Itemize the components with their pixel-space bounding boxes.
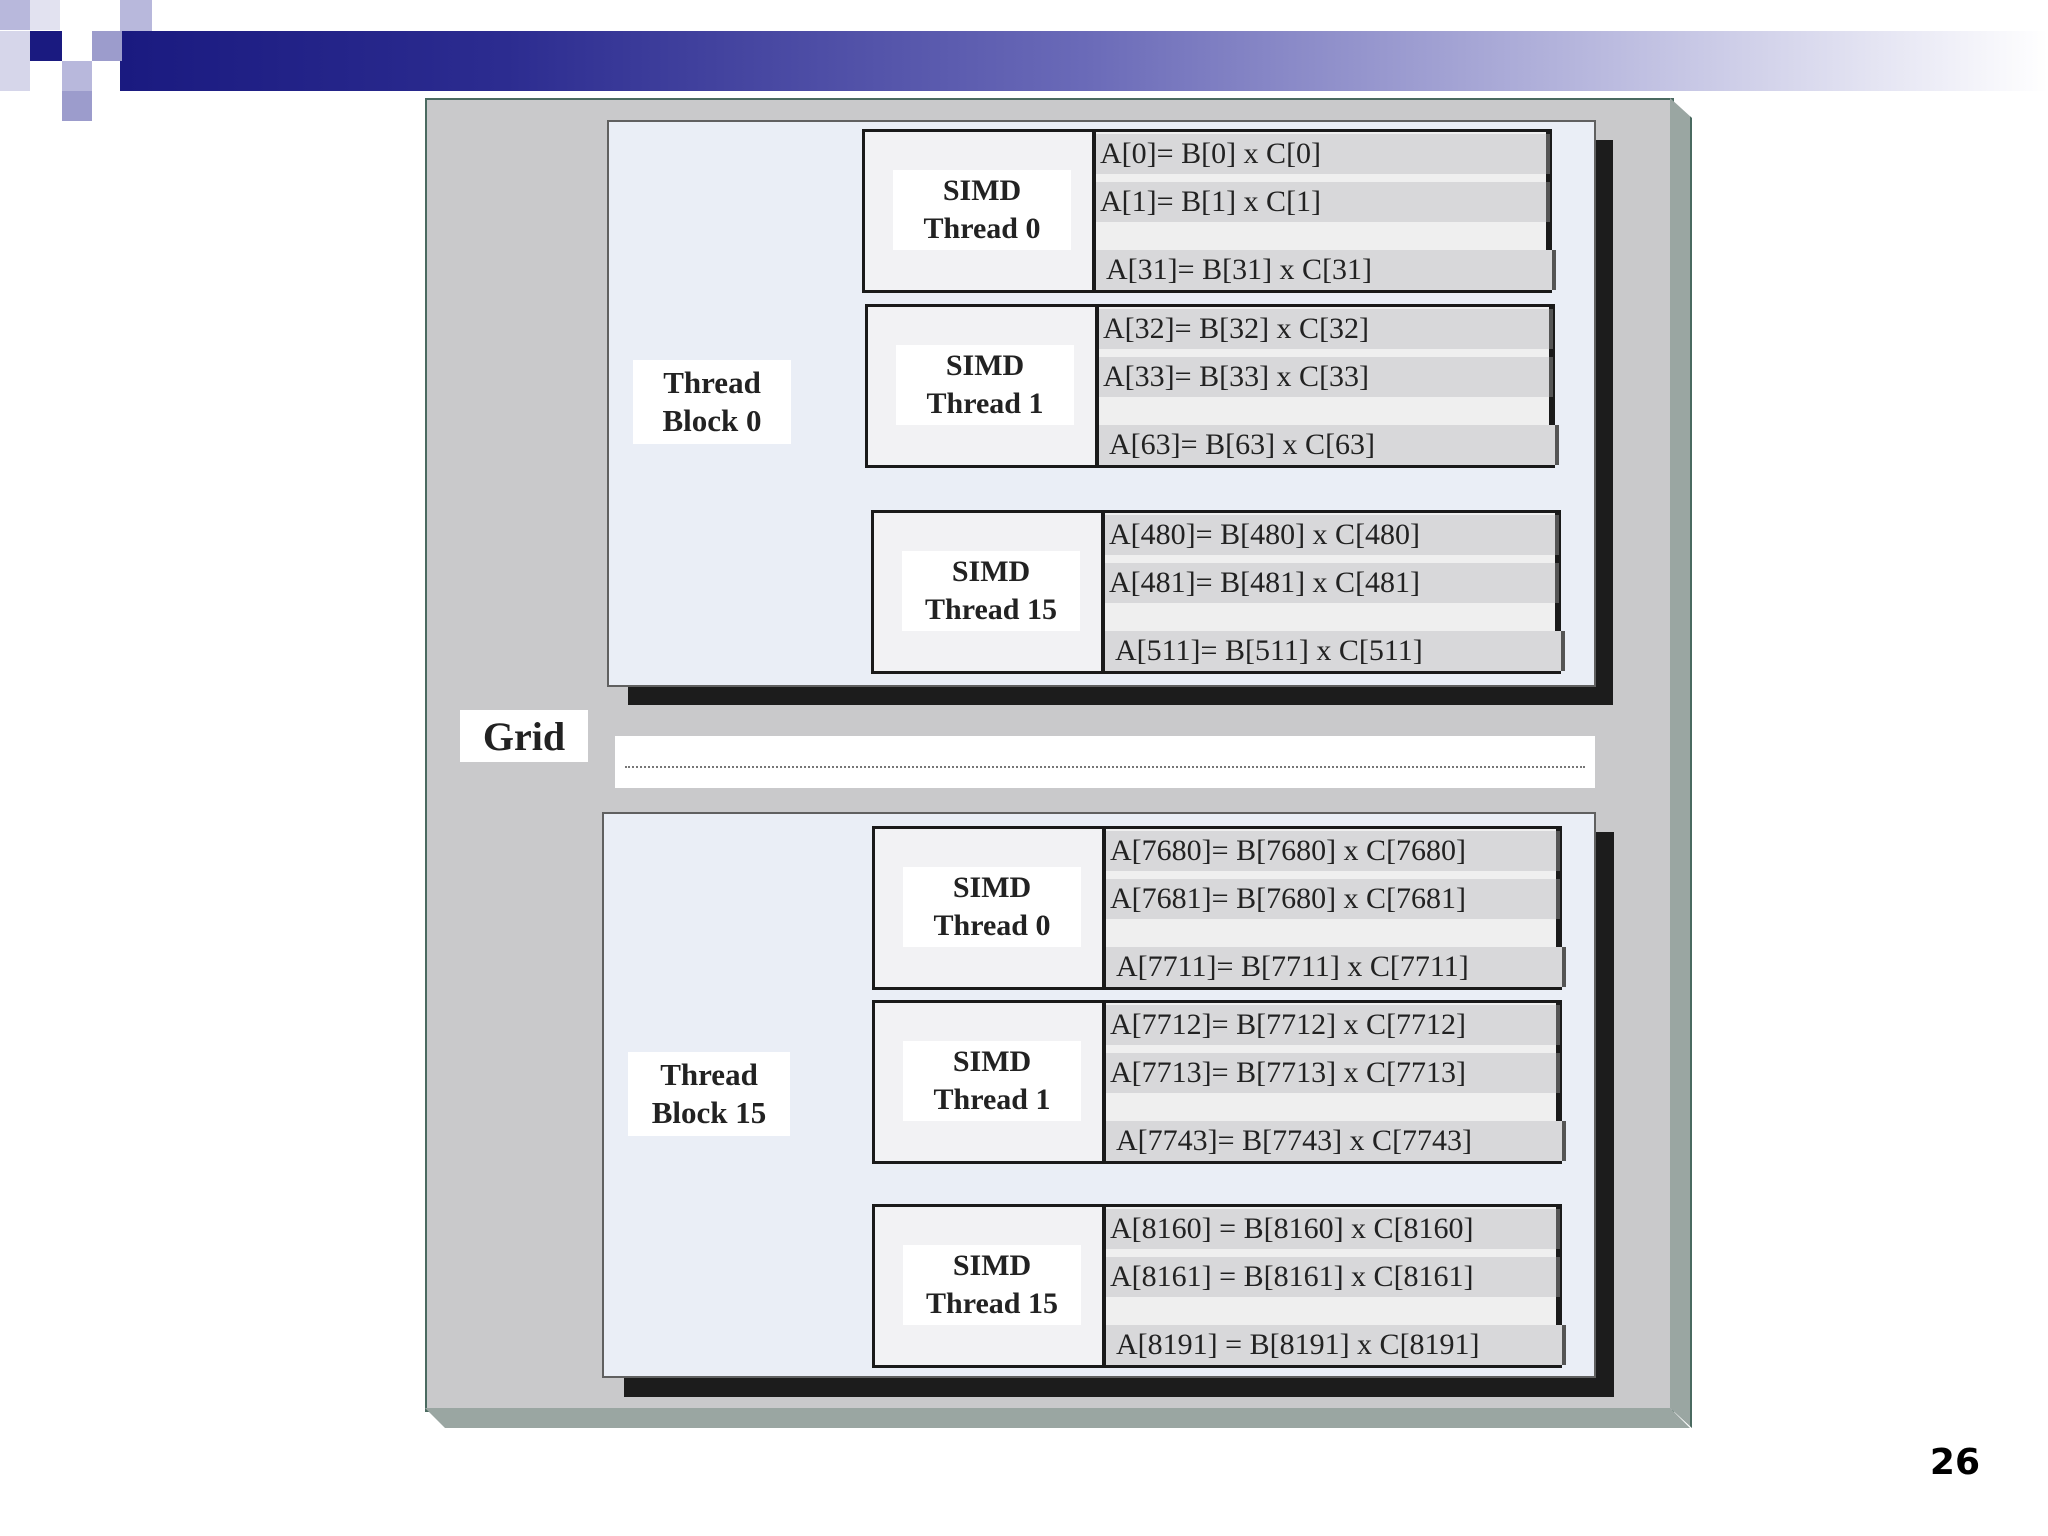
simd-label-line1: SIMD: [945, 349, 1025, 382]
thread-block-label: Thread Block 0: [633, 360, 791, 444]
simd-label-line2: Thread 1: [926, 387, 1044, 420]
element-row: A[32]= B[32] x C[32]: [1099, 309, 1553, 349]
element-row: A[63]= B[63] x C[63]: [1099, 425, 1559, 465]
element-row: A[7680]= B[7680] x C[7680]: [1106, 831, 1560, 871]
element-row: A[8161] = B[8161] x C[8161]: [1106, 1257, 1560, 1297]
simd-thread-rows: A[0]= B[0] x C[0] A[1]= B[1] x C[1] A[31…: [1096, 132, 1556, 290]
element-row: A[481]= B[481] x C[481]: [1105, 563, 1559, 603]
element-row: A[511]= B[511] x C[511]: [1105, 631, 1565, 671]
simd-thread-header: SIMD Thread 1: [875, 1003, 1102, 1161]
header-decor-square: [0, 31, 30, 91]
simd-thread-header: SIMD Thread 15: [874, 513, 1101, 671]
thread-block-label-line1: Thread: [663, 365, 761, 400]
header-decor-square: [0, 0, 30, 30]
element-row: A[7681]= B[7680] x C[7681]: [1106, 879, 1560, 919]
simd-label-line1: SIMD: [952, 871, 1032, 904]
simd-thread-header: SIMD Thread 0: [875, 829, 1102, 987]
header-decor-square: [30, 31, 62, 61]
simd-label-line2: Thread 1: [933, 1083, 1051, 1116]
simd-thread-header: SIMD Thread 15: [875, 1207, 1102, 1365]
simd-thread-rows: A[480]= B[480] x C[480] A[481]= B[481] x…: [1105, 513, 1565, 671]
grid-bevel-side: [1670, 98, 1692, 1428]
element-row: A[1]= B[1] x C[1]: [1096, 182, 1550, 222]
thread-block-15: Thread Block 15 SIMD Thread 0 A[7680]= B…: [602, 812, 1596, 1378]
simd-thread: SIMD Thread 15 A[480]= B[480] x C[480] A…: [871, 510, 1565, 674]
simd-label-line2: Thread 0: [933, 909, 1051, 942]
thread-block-label-line1: Thread: [660, 1057, 758, 1092]
simd-thread-rows: A[32]= B[32] x C[32] A[33]= B[33] x C[33…: [1099, 307, 1559, 465]
simd-label-line1: SIMD: [951, 555, 1031, 588]
element-row: A[0]= B[0] x C[0]: [1096, 134, 1550, 174]
simd-thread: SIMD Thread 1 A[7712]= B[7712] x C[7712]…: [872, 1000, 1566, 1164]
simd-thread-rows: A[8160] = B[8160] x C[8160] A[8161] = B[…: [1106, 1207, 1566, 1365]
simd-thread: SIMD Thread 15 A[8160] = B[8160] x C[816…: [872, 1204, 1566, 1368]
element-row: A[7713]= B[7713] x C[7713]: [1106, 1053, 1560, 1093]
header-gradient-bar: [120, 31, 2048, 91]
thread-block-label: Thread Block 15: [628, 1052, 790, 1136]
element-row: A[33]= B[33] x C[33]: [1099, 357, 1553, 397]
simd-thread-label: SIMD Thread 15: [902, 551, 1080, 631]
simd-thread-label: SIMD Thread 15: [903, 1245, 1081, 1325]
element-row: A[7743]= B[7743] x C[7743]: [1106, 1121, 1566, 1161]
element-row: A[7711]= B[7711] x C[7711]: [1106, 947, 1566, 987]
simd-thread-label: SIMD Thread 1: [896, 345, 1074, 425]
element-row: A[480]= B[480] x C[480]: [1105, 515, 1559, 555]
ellipsis-separator: [615, 736, 1595, 788]
simd-label-line1: SIMD: [952, 1249, 1032, 1282]
simd-label-line2: Thread 15: [925, 593, 1057, 626]
header-decor-square: [62, 91, 92, 121]
simd-thread: SIMD Thread 0 A[7680]= B[7680] x C[7680]…: [872, 826, 1566, 990]
header-decor-square: [62, 61, 92, 91]
element-row: A[7712]= B[7712] x C[7712]: [1106, 1005, 1560, 1045]
simd-label-line2: Thread 15: [926, 1287, 1058, 1320]
grid-label: Grid: [460, 710, 588, 762]
simd-label-line2: Thread 0: [923, 212, 1041, 245]
thread-block-0: Thread Block 0 SIMD Thread 0 A[0]= B[0] …: [607, 120, 1596, 687]
simd-thread: SIMD Thread 0 A[0]= B[0] x C[0] A[1]= B[…: [862, 129, 1556, 293]
simd-label-line1: SIMD: [952, 1045, 1032, 1078]
header-decor-square: [92, 31, 122, 61]
simd-thread-label: SIMD Thread 0: [893, 170, 1071, 250]
thread-block-label-line2: Block 0: [662, 403, 762, 438]
header-decor-square: [120, 0, 152, 31]
simd-label-line1: SIMD: [942, 174, 1022, 207]
simd-thread-header: SIMD Thread 1: [868, 307, 1095, 465]
grid-bevel-bottom: [425, 1408, 1690, 1428]
simd-thread-label: SIMD Thread 0: [903, 867, 1081, 947]
element-row: A[8191] = B[8191] x C[8191]: [1106, 1325, 1566, 1365]
simd-thread-rows: A[7680]= B[7680] x C[7680] A[7681]= B[76…: [1106, 829, 1566, 987]
element-row: A[8160] = B[8160] x C[8160]: [1106, 1209, 1560, 1249]
simd-thread-rows: A[7712]= B[7712] x C[7712] A[7713]= B[77…: [1106, 1003, 1566, 1161]
simd-thread-label: SIMD Thread 1: [903, 1041, 1081, 1121]
element-row: A[31]= B[31] x C[31]: [1096, 250, 1556, 290]
header-decor-square: [30, 0, 60, 30]
page-number: 26: [1929, 1442, 1980, 1483]
thread-block-label-line2: Block 15: [651, 1095, 767, 1130]
simd-thread-header: SIMD Thread 0: [865, 132, 1092, 290]
simd-thread: SIMD Thread 1 A[32]= B[32] x C[32] A[33]…: [865, 304, 1559, 468]
